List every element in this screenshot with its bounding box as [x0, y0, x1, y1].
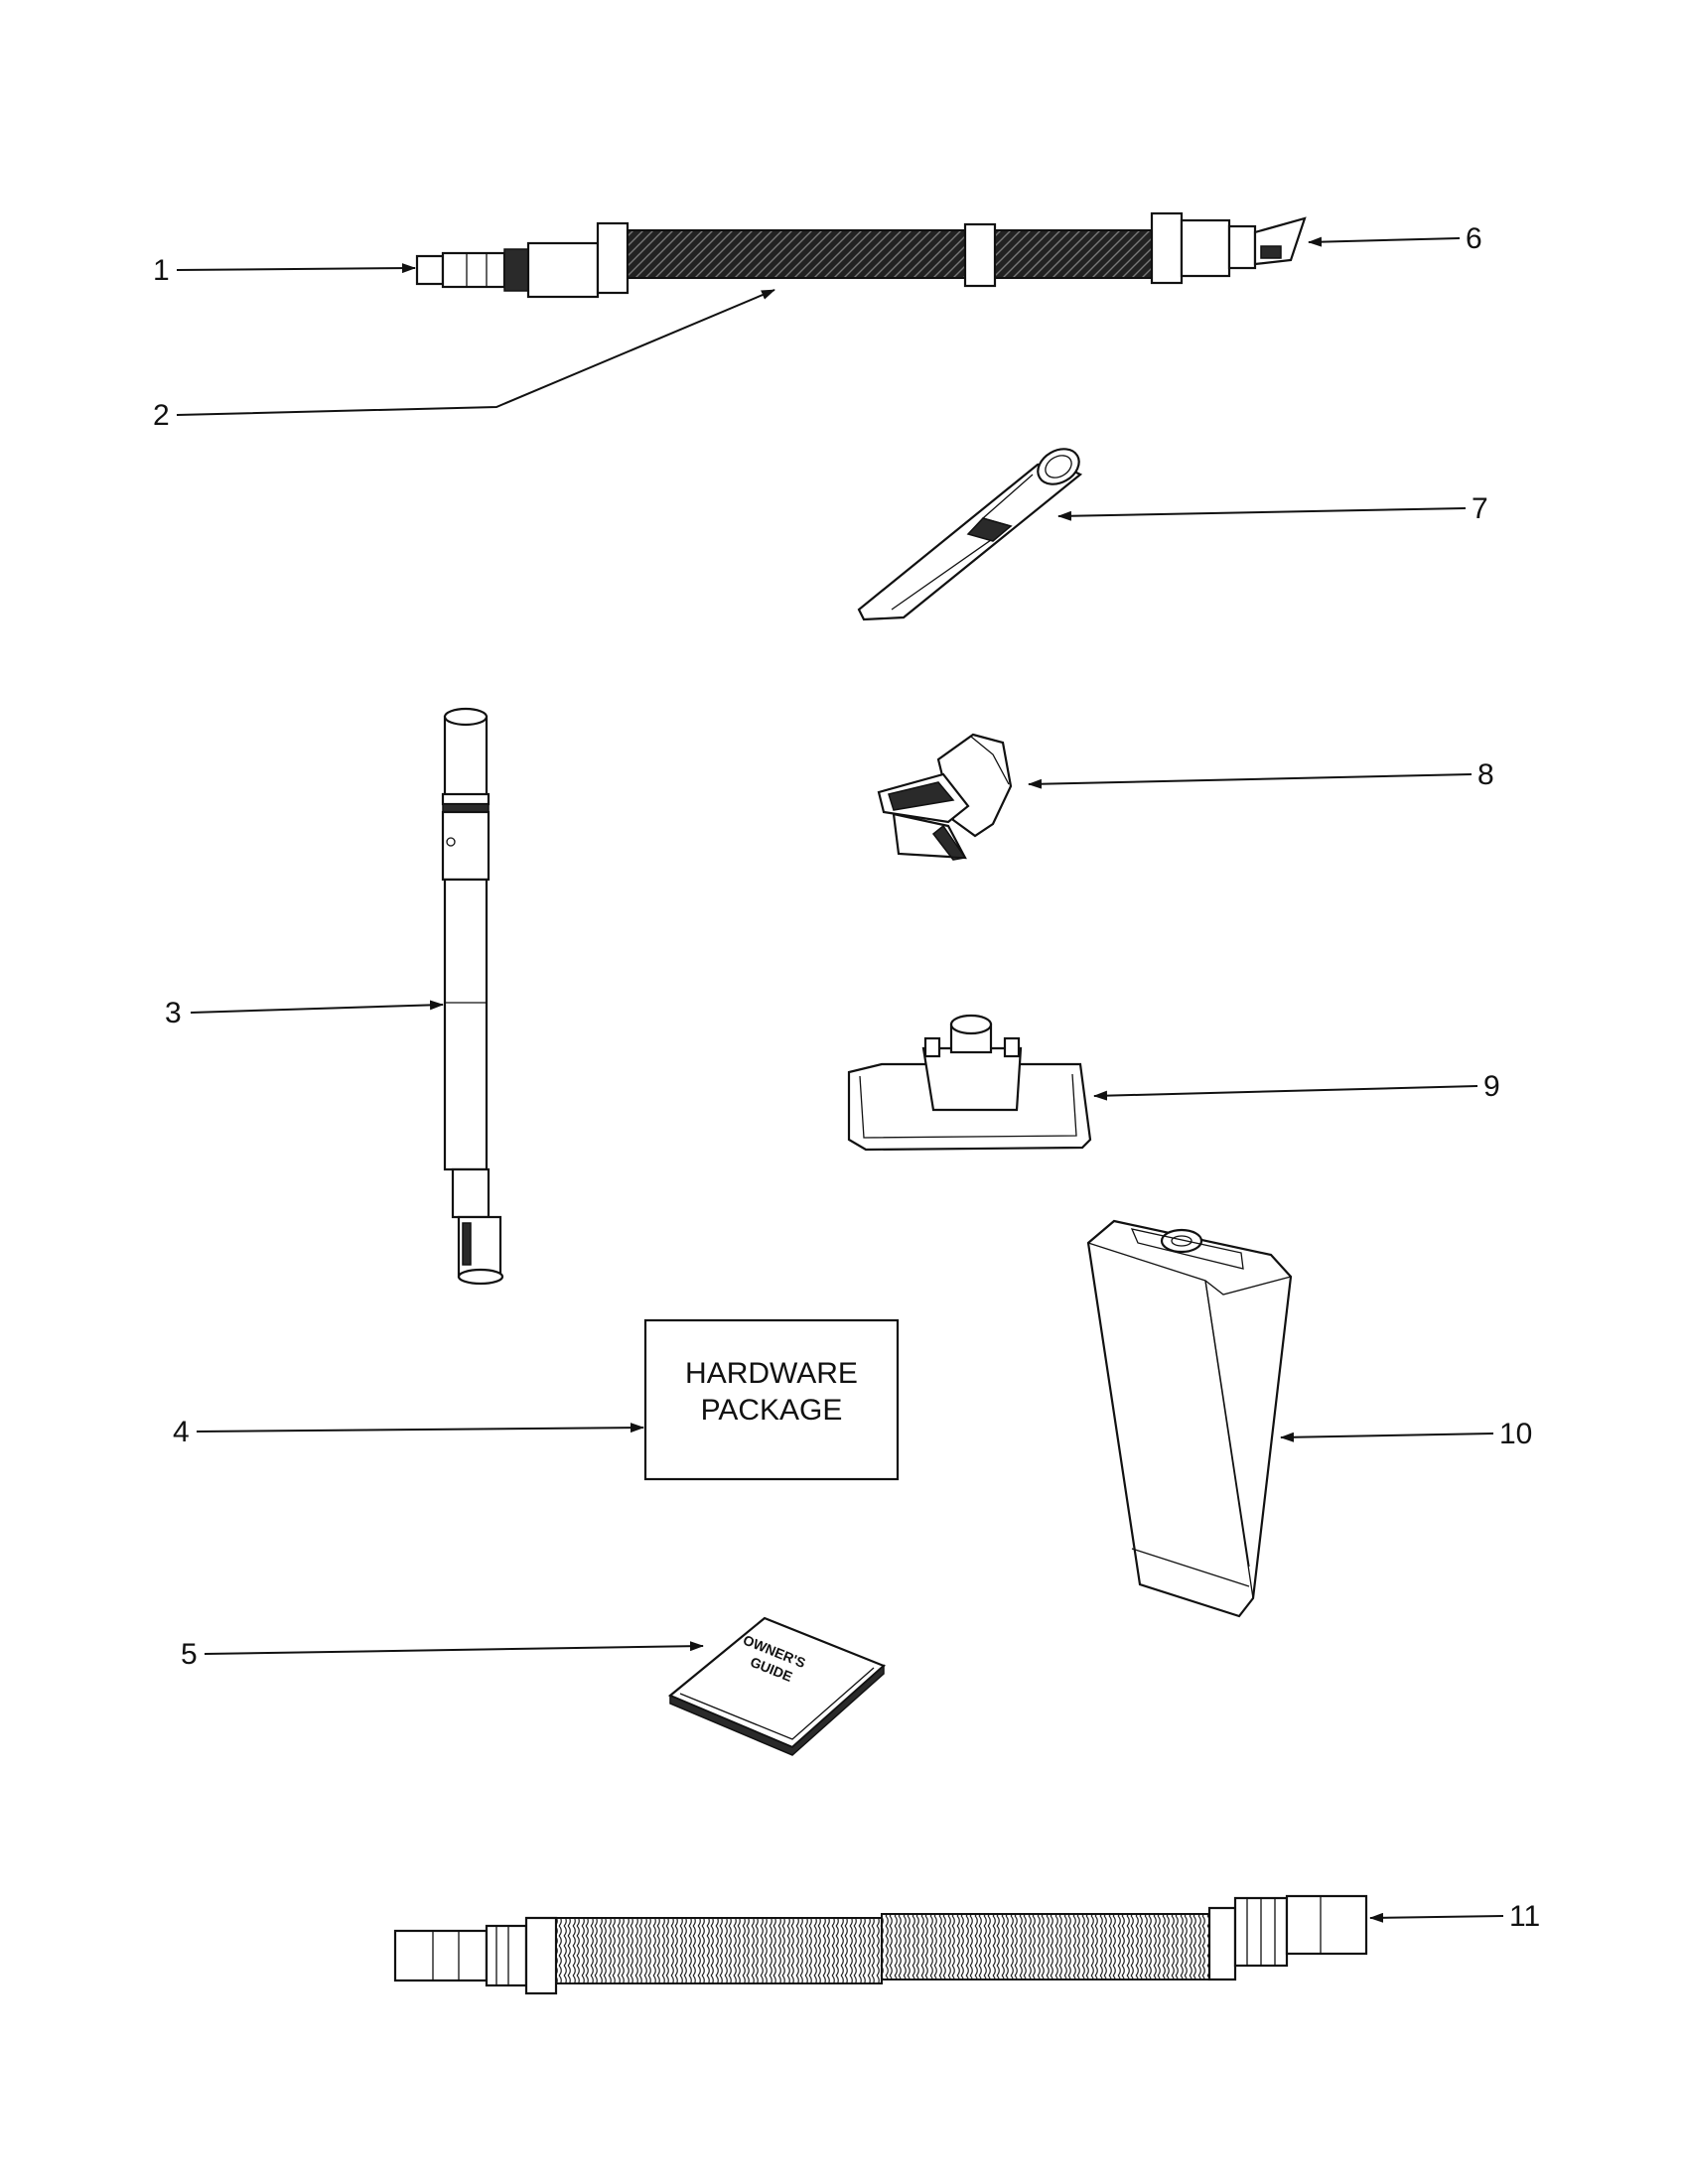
callout-6: 6 — [1466, 222, 1482, 255]
leader-1 — [176, 263, 416, 274]
leader-4 — [196, 1423, 644, 1433]
callout-9: 9 — [1483, 1070, 1500, 1103]
leader-lines — [176, 236, 1504, 1923]
callout-numbers: 1 2 3 4 5 6 7 8 9 10 11 — [153, 222, 1540, 1933]
callout-10: 10 — [1499, 1418, 1532, 1450]
leader-5 — [204, 1641, 704, 1655]
callout-3: 3 — [165, 997, 182, 1029]
hose-assembly-bottom — [393, 1894, 1368, 1995]
dust-bag — [1086, 1219, 1293, 1618]
leader-2 — [176, 289, 775, 416]
callout-2: 2 — [153, 399, 170, 432]
leader-6 — [1308, 236, 1461, 247]
leader-7 — [1057, 507, 1467, 521]
callout-5: 5 — [181, 1638, 198, 1671]
hardware-package: HARDWARE PACKAGE — [643, 1318, 900, 1481]
callout-8: 8 — [1477, 758, 1494, 791]
callout-7: 7 — [1472, 492, 1488, 525]
leader-3 — [190, 1000, 444, 1014]
owners-guide: OWNER'S GUIDE — [667, 1616, 887, 1756]
leader-10 — [1280, 1432, 1494, 1442]
leader-11 — [1369, 1912, 1504, 1923]
dusting-brush — [877, 733, 1013, 861]
callout-11: 11 — [1509, 1900, 1540, 1933]
floor-nozzle — [847, 1014, 1092, 1152]
leader-8 — [1028, 773, 1473, 789]
callout-1: 1 — [153, 254, 170, 287]
hose-assembly-top — [415, 211, 1307, 299]
hardware-package-line1: HARDWARE — [685, 1357, 858, 1390]
leader-9 — [1093, 1085, 1478, 1101]
hardware-package-line2: PACKAGE — [701, 1394, 843, 1427]
extension-wand — [441, 707, 504, 1286]
crevice-tool — [857, 448, 1083, 621]
callout-4: 4 — [173, 1416, 190, 1448]
